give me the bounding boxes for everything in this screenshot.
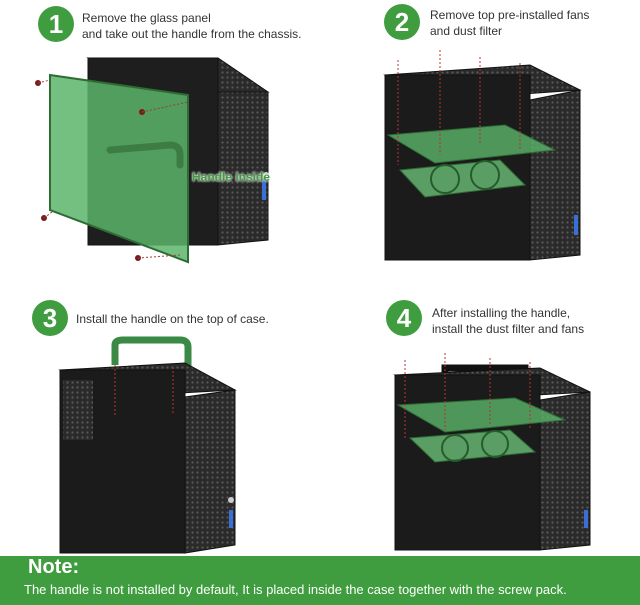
note-banner: Note: The handle is not installed by def…	[0, 556, 640, 605]
case-side	[184, 389, 236, 554]
dust-filter	[396, 397, 567, 433]
fan-1-icon	[430, 164, 460, 194]
step-4-illustration	[393, 353, 591, 551]
step-2-text: Remove top pre-installed fans and dust f…	[430, 7, 589, 39]
fan-2-icon	[470, 160, 500, 190]
step-1-line1: Remove the glass panel	[82, 11, 211, 25]
step-2-illustration	[383, 50, 582, 261]
step-1-badge: 1	[38, 6, 74, 42]
dust-filter	[386, 124, 557, 164]
step-3-illustration	[58, 336, 237, 554]
step-1-text: Remove the glass panel and take out the …	[82, 10, 301, 42]
fan-2-icon	[481, 430, 509, 458]
step-4-line1: After installing the handle,	[432, 306, 571, 320]
step-2-badge: 2	[384, 4, 420, 40]
handle-silhouette	[106, 141, 184, 169]
io-ports	[229, 510, 233, 528]
step-3-line1: Install the handle on the top of case.	[76, 312, 269, 326]
note-title: Note:	[28, 556, 80, 578]
power-button	[263, 172, 269, 178]
step-4-line2: install the dust filter and fans	[432, 322, 585, 336]
step-3-badge: 3	[32, 300, 68, 336]
case-side	[217, 91, 269, 246]
step-2-line1: Remove top pre-installed fans	[430, 8, 590, 22]
step-4-text: After installing the handle, install the…	[432, 305, 584, 337]
case-side	[529, 89, 581, 261]
glass-panel	[49, 73, 189, 264]
step-4-badge: 4	[386, 300, 422, 336]
io-ports	[262, 180, 266, 200]
side-mesh	[63, 380, 93, 440]
fan-bracket	[398, 159, 527, 198]
step-1-line2: and take out the handle from the chassis…	[82, 27, 302, 41]
handle-inside-callout: Handle inside	[192, 170, 271, 184]
step-2-line2: and dust filter	[430, 24, 503, 38]
note-text: The handle is not installed by default, …	[24, 582, 567, 597]
step-3-text: Install the handle on the top of case.	[76, 311, 269, 327]
io-ports	[574, 215, 578, 235]
io-ports	[584, 510, 588, 528]
step-1-illustration	[35, 57, 270, 264]
fan-1-icon	[441, 434, 469, 462]
power-button	[228, 497, 234, 503]
carry-handle	[111, 336, 192, 370]
